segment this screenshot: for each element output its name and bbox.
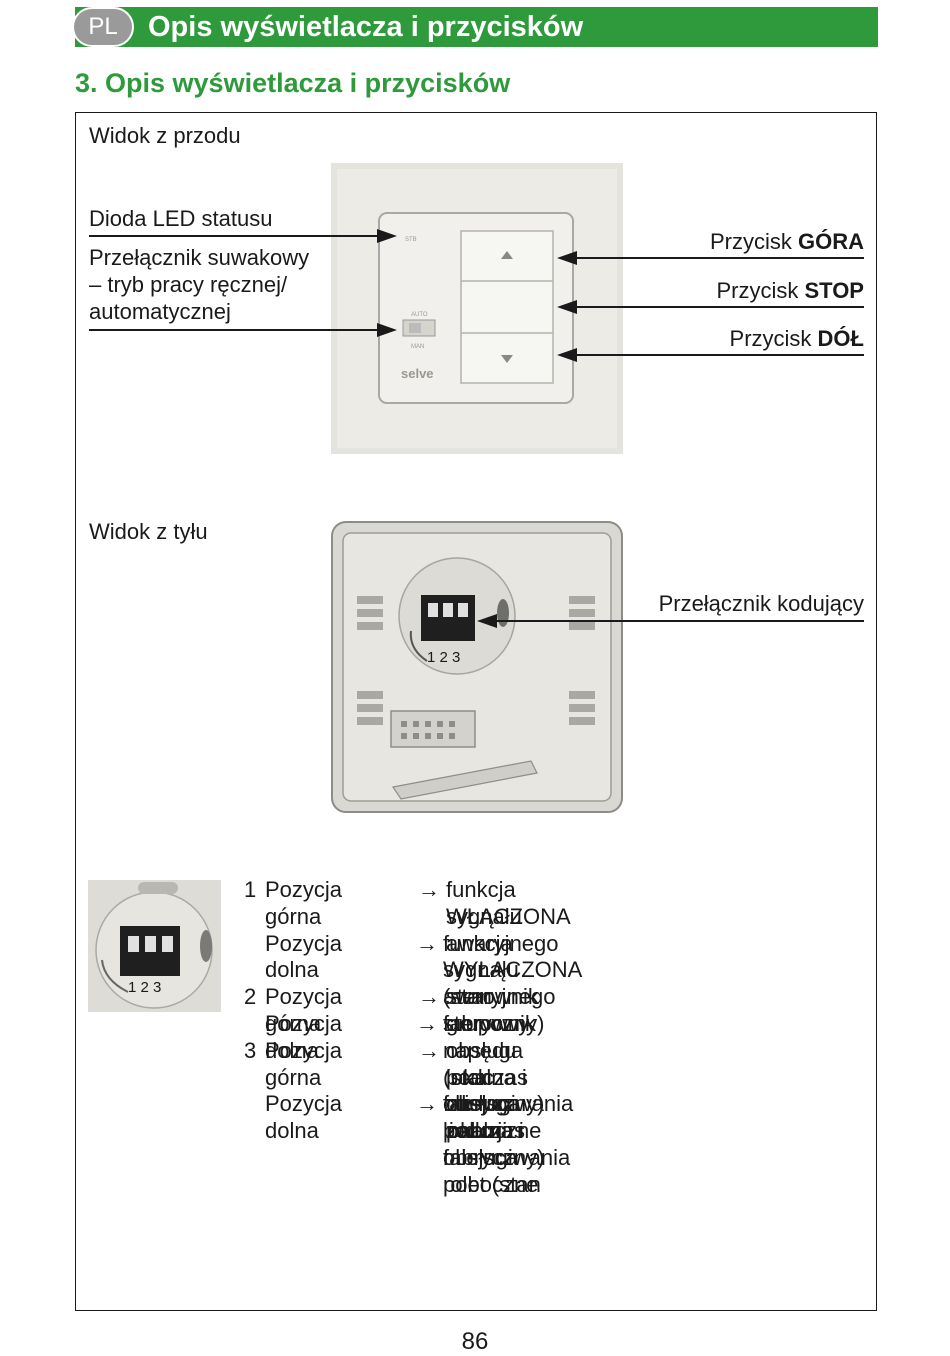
back-device-image: 1 2 3	[331, 521, 623, 813]
page-number: 86	[461, 1328, 489, 1355]
slider-label-line3: automatycznej	[89, 299, 231, 324]
slider-pointer-arrow	[377, 323, 397, 337]
button-down-line	[575, 354, 864, 356]
language-badge: PL	[72, 7, 134, 47]
device-led-text: STB	[405, 237, 417, 243]
slider-label-line2: – tryb pracy ręcznej/	[89, 272, 288, 297]
coding-switch-line	[495, 620, 864, 622]
slider-pointer-line	[89, 329, 379, 331]
button-stop-arrow	[557, 300, 577, 314]
section-title: 3. Opis wyświetlacza i przycisków	[75, 68, 511, 98]
coding-switch-label: Przełącznik kodujący	[658, 591, 864, 616]
back-view-label: Widok z tyłu	[89, 519, 208, 544]
button-down-label: Przycisk DÓŁ	[729, 326, 864, 351]
led-label: Dioda LED statusu	[89, 206, 273, 231]
device-auto-text: AUTO	[411, 312, 428, 318]
button-stop-label: Przycisk STOP	[716, 278, 864, 303]
button-up-line	[575, 257, 864, 259]
back-switch-numbers: 1 2 3	[427, 649, 460, 666]
button-down-arrow	[557, 348, 577, 362]
led-pointer-arrow	[377, 229, 397, 243]
header-bar	[75, 7, 878, 47]
device-brand-text: selve	[401, 366, 434, 381]
coding-switch-thumbnail: 1 2 3	[88, 880, 221, 1012]
led-pointer-line	[89, 235, 379, 237]
button-up-label: Przycisk GÓRA	[709, 229, 864, 254]
button-up-arrow	[557, 251, 577, 265]
content-frame	[75, 112, 877, 1311]
slider-label-line1: Przełącznik suwakowy	[89, 245, 310, 270]
coding-switch-arrow	[477, 614, 497, 628]
front-view-label: Widok z przodu	[89, 123, 241, 148]
header-title: Opis wyświetlacza i przycisków	[148, 11, 584, 43]
device-man-text: MAN	[411, 344, 424, 350]
front-device-image: selve STB AUTO MAN	[331, 163, 623, 454]
button-stop-line	[575, 306, 864, 308]
thumbnail-switch-numbers: 1 2 3	[128, 979, 161, 996]
